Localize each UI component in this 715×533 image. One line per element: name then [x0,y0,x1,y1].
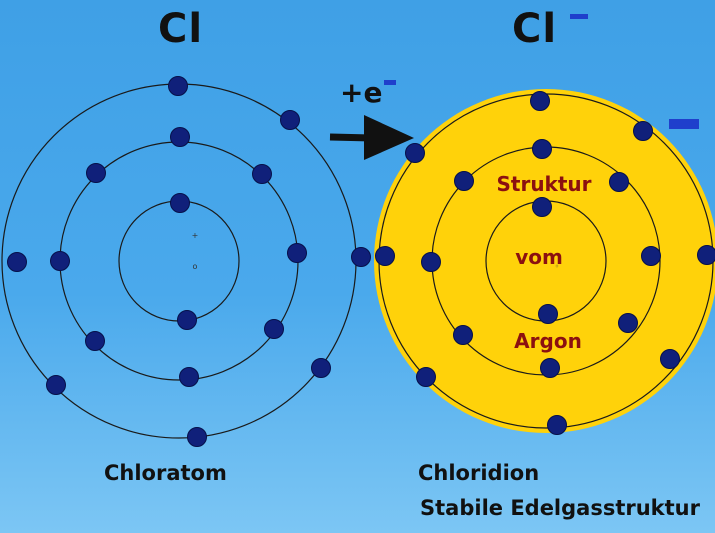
electron [179,367,199,387]
added-electron [405,143,425,163]
electron [633,121,653,141]
electron [170,127,190,147]
electron-charge-minus-sign [384,80,396,85]
electron [453,325,473,345]
electron [618,313,638,333]
electron [177,310,197,330]
electron [547,415,567,435]
electron [311,358,331,378]
right-nucleus-mark: ◦ [555,262,560,271]
electron [7,252,27,272]
electron [532,139,552,159]
electron [287,243,307,263]
ion-label-structure: Struktur [496,172,592,196]
electron [86,163,106,183]
electron [264,319,284,339]
electron [538,304,558,324]
electron [421,252,441,272]
ion-label-argon: Argon [514,329,582,353]
electron [46,375,66,395]
chloride-ion-title: Cl [512,6,558,52]
ion-label-of: vom [515,245,563,269]
electron [530,91,550,111]
left-nucleus-o: o [193,262,198,271]
left-inner-shell [118,200,240,322]
added-electron-minus-sign [669,119,699,129]
electron [532,197,552,217]
electron [375,246,395,266]
chlorine-atom-title: Cl [158,6,204,52]
electron [50,251,70,271]
electron [416,367,436,387]
electron [85,331,105,351]
electron [168,76,188,96]
chlorine-atom-caption: Chloratom [104,461,227,485]
electron [660,349,680,369]
electron [609,172,629,192]
electron [351,247,371,267]
reaction-arrow [329,115,414,160]
chloride-ion-caption: Chloridion [418,461,540,485]
left-nucleus-plus: + [192,231,199,240]
electron [252,164,272,184]
electron [454,171,474,191]
electron [187,427,207,447]
electron [280,110,300,130]
left-electrons [7,76,371,447]
noble-gas-structure-caption: Stabile Edelgasstruktur [420,496,700,520]
electron [540,358,560,378]
electron-gain-label: +e [340,76,383,109]
right-electrons [375,91,715,435]
electron [641,246,661,266]
electron [697,245,715,265]
ion-charge-minus-sign [570,14,588,19]
electron [170,193,190,213]
